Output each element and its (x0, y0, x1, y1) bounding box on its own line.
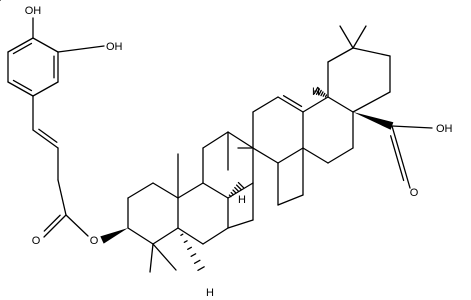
ester-carbonyl-double-bond (43, 214, 67, 238)
ester-carbonyl-oxygen-label: O (32, 235, 41, 247)
ring-d-bond (277, 194, 304, 206)
c9-hashed-bond (228, 194, 232, 198)
h-c18-label: H (312, 86, 320, 98)
hydroxyl-para-label: OH (25, 5, 42, 17)
c5-hashed-bond (187, 246, 192, 250)
aromatic-bond (32, 37, 59, 53)
ester-oxygen-label: O (90, 235, 99, 247)
c12-c13-double-bond-inner (282, 95, 303, 108)
ring-c-bond (252, 147, 279, 164)
aromatic-bond (32, 81, 59, 97)
h-c9-label: H (238, 194, 246, 206)
alkene-double-bond (32, 129, 59, 149)
gem-dimethyl-bond (152, 243, 177, 271)
c18-hashed-bond (322, 92, 326, 97)
c18-hashed-bond (313, 86, 319, 95)
ester-carbonyl-double-bond-inner (43, 214, 61, 232)
c5-hashed-bond (193, 259, 201, 265)
alkene-double-bond-inner (38, 128, 58, 143)
acid-carbonyl-double-bond-inner (390, 135, 405, 182)
chain-bond (57, 179, 67, 216)
wedge-bond-layer (100, 112, 394, 244)
gem-dimethyl-bond (339, 25, 354, 49)
c12-c13-double-bond (277, 96, 304, 113)
aromatic-double-bond-inner (12, 79, 33, 92)
ring-b-bond (177, 182, 204, 199)
acid-carbonyl-oxygen-label: O (410, 187, 419, 199)
ring-a-bond (152, 227, 179, 245)
c5-hashed-bond (190, 253, 197, 257)
ring-c-bond (252, 96, 279, 113)
bond-layer (7, 17, 433, 273)
hydroxyl-meta-label: OH (106, 41, 123, 53)
c18-hashed-bond (324, 94, 328, 98)
ring-a-bond (127, 227, 154, 245)
ring-b-bond (202, 227, 229, 245)
c5-hashed-bond (197, 266, 205, 272)
c9-hashed-bond (234, 186, 240, 192)
ester-c-o-bond (65, 214, 89, 237)
c17-carboxyl-wedge-bond (353, 112, 394, 130)
c9-hashed-bond (230, 191, 235, 196)
c-oh-bond (57, 45, 105, 53)
c-oh-bond (391, 125, 433, 129)
hashed-bond-layer (0, 0, 328, 272)
ring-e-bond (352, 47, 391, 57)
c3-ester-wedge-bond (100, 228, 128, 244)
c18-hashed-bond (315, 88, 321, 95)
ring-c-bond (227, 131, 254, 149)
c8-c14-bond (227, 219, 254, 229)
c9-hashed-bond (232, 189, 237, 194)
c9-hashed-bond (235, 184, 242, 191)
c9-hashed-bond (237, 181, 245, 189)
acid-carbonyl-double-bond (391, 125, 411, 189)
ring-b-bond (177, 227, 204, 245)
ring-d-bond (302, 96, 329, 113)
c18-hashed-bond (318, 89, 322, 96)
ring-a-bond (127, 182, 154, 199)
ring-d-bond (327, 96, 354, 113)
ring-a-bond (152, 182, 179, 199)
gem-dimethyl-bond (352, 25, 367, 49)
c18-hashed-bond (320, 91, 324, 97)
aromatic-double-bond (7, 81, 34, 97)
h-c5-label: H (206, 287, 214, 299)
ring-c-bond (227, 182, 254, 199)
ring-e-bond (352, 91, 391, 113)
aromatic-double-bond (7, 37, 34, 53)
c5-hashed-bond (183, 240, 188, 243)
c5-hashed-bond (180, 233, 184, 236)
ring-d-bond (327, 147, 354, 164)
ring-c-bond (277, 147, 304, 164)
ring-b-bond (202, 182, 229, 199)
ring-c-bond (202, 131, 229, 149)
gem-dimethyl-bond (149, 243, 154, 273)
aromatic-double-bond-inner (12, 42, 33, 55)
ring-e-bond (327, 47, 354, 63)
ring-d-bond (302, 147, 329, 164)
carboxylic-acid-oh-label: OH (436, 123, 453, 135)
